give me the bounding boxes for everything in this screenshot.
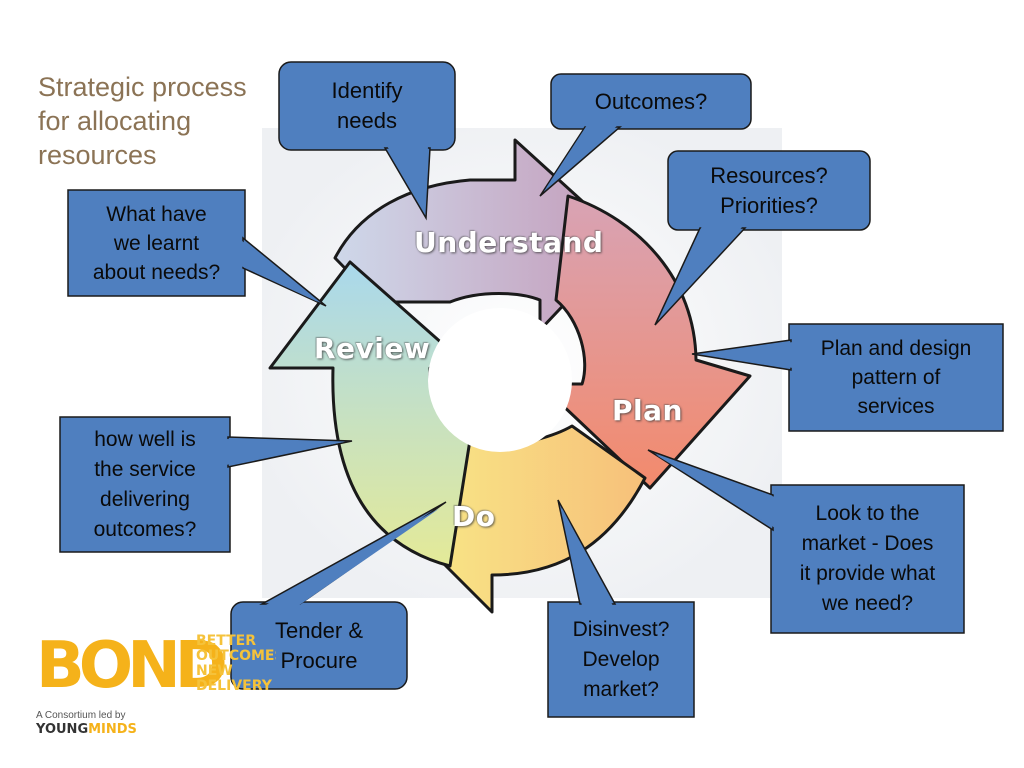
callout-look-to-market (647, 449, 965, 634)
callout-outcomes (539, 73, 752, 197)
callout-identify-needs (278, 61, 456, 221)
plan-arrow (538, 194, 752, 490)
logo-org-name: YOUNGMINDS (36, 722, 137, 737)
logo-org-suffix: MINDS (88, 722, 137, 737)
logo-tagline: BETTER OUTCOMES NEW DELIVERY (196, 634, 276, 694)
callout-plan-and-design (691, 323, 1004, 432)
logo-org-prefix: YOUNG (36, 722, 89, 737)
title-line: resources (38, 140, 157, 170)
slide-title: Strategic process for allocating resourc… (38, 70, 278, 172)
callout-resources-priorities (654, 150, 871, 326)
title-line: Strategic process (38, 72, 247, 102)
callout-disinvest (547, 499, 695, 718)
bond-logo: BOND BETTER OUTCOMES NEW DELIVERY A Cons… (36, 634, 296, 744)
callout-what-have-we-learnt (67, 189, 327, 307)
logo-consortium-text: A Consortium led by (36, 710, 126, 721)
title-line: for allocating (38, 106, 192, 136)
logo-tagline-line: DELIVERY (196, 678, 272, 694)
understand-arrow (333, 138, 627, 332)
logo-wordmark: BOND (36, 629, 228, 703)
logo-tagline-line: NEW (196, 663, 233, 679)
callout-how-well (59, 416, 353, 553)
cycle-center (428, 308, 572, 452)
logo-tagline-line: OUTCOMES (196, 648, 276, 664)
logo-tagline-line: BETTER (196, 634, 256, 649)
callout-tender-procure (230, 501, 447, 690)
